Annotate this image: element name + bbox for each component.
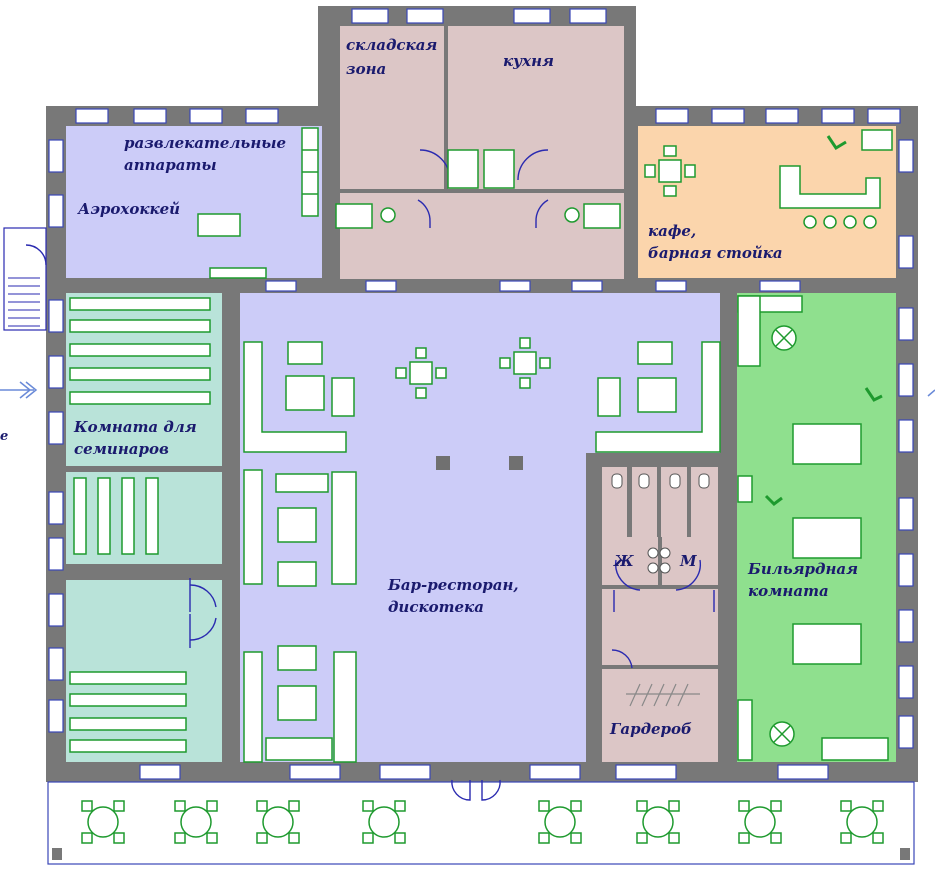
billiard-furniture (737, 295, 889, 761)
seminar-desks (69, 297, 211, 753)
label-cloakroom: Гардероб (609, 720, 692, 738)
terrace-tables (81, 800, 884, 844)
terrace (47, 781, 915, 865)
label-kitchen: кухня (503, 52, 554, 70)
wc-partitions (627, 467, 691, 585)
door-leaves (189, 578, 715, 648)
room-cloakroom (602, 669, 718, 762)
label-wc-men: М (679, 552, 697, 570)
label-air-hockey: Аэрохоккей (77, 200, 180, 218)
cafe-furniture (644, 129, 893, 229)
label-wc-women: Ж (613, 552, 634, 570)
entrance-stairs (3, 227, 47, 331)
windows (48, 8, 914, 780)
room-seminar-3 (66, 580, 222, 762)
label-cafe: кафе,барная стойка (648, 222, 783, 262)
room-arcade (66, 126, 322, 278)
entrance-mark: e (0, 429, 8, 444)
cloakroom-rack (626, 683, 700, 707)
room-storage (340, 26, 444, 189)
exit-arrow-icon (927, 389, 935, 397)
room-corridor (340, 193, 624, 279)
room-bar (240, 293, 720, 453)
room-seminar-2 (66, 472, 222, 564)
corridor-furniture (335, 149, 621, 229)
arcade-furniture (197, 127, 319, 279)
label-bar: Бар-ресторан,дискотека (387, 576, 519, 616)
bar-tables (395, 337, 551, 399)
columns (436, 456, 523, 470)
wc-fixtures (611, 473, 710, 574)
entrance-arrow-icon (0, 381, 38, 399)
bar-lounges (243, 341, 721, 763)
room-wc-lobby (602, 589, 718, 665)
